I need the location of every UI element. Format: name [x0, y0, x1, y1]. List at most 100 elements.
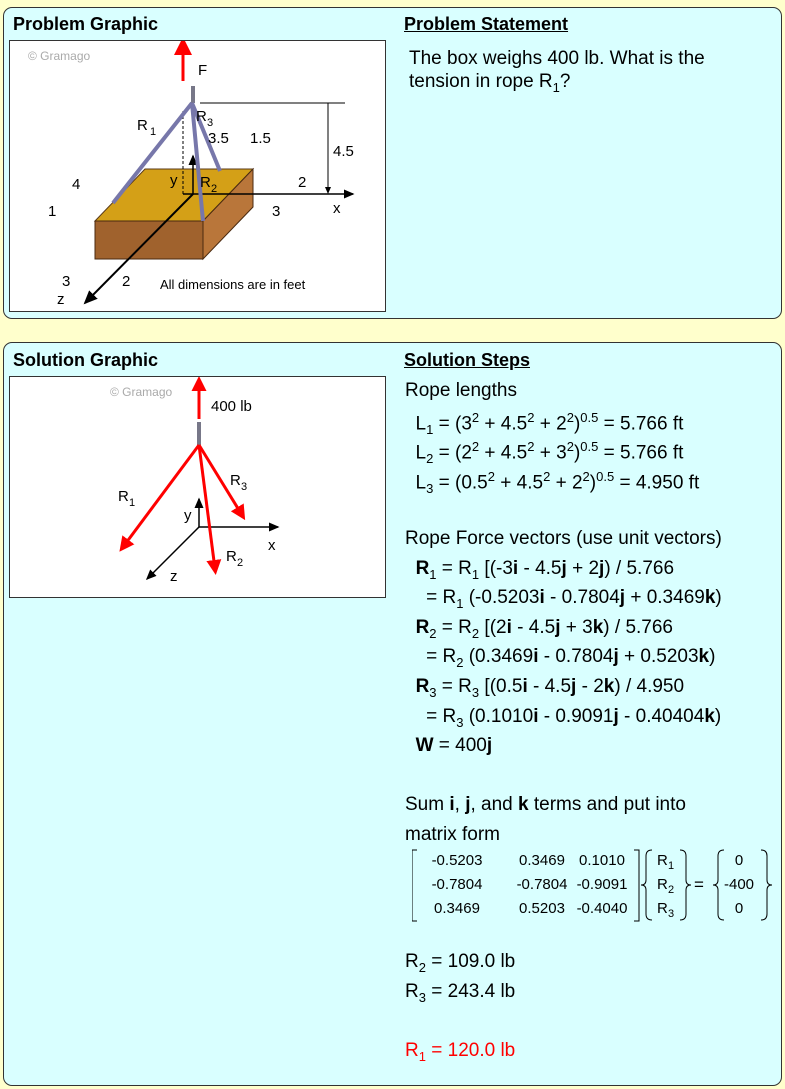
solution-steps-title: Solution Steps: [404, 350, 530, 370]
text-segment: [405, 735, 416, 756]
text-segment: j: [465, 794, 471, 816]
text-segment: i: [539, 587, 545, 609]
text-line: = R3 (0.1010i - 0.9091j - 0.40404k): [405, 706, 721, 730]
sub: 2: [211, 183, 217, 195]
text-segment: + 4.5: [479, 442, 528, 464]
matrix-cell: -0.7804: [432, 876, 483, 893]
matrix-cell: R: [657, 900, 668, 917]
text-segment: 0.5: [580, 409, 599, 425]
sub: 2: [237, 557, 243, 569]
text-segment: = R: [405, 587, 457, 609]
text-segment: = R: [405, 646, 457, 668]
dim: 3: [272, 203, 280, 220]
matrix-cell: -0.4040: [577, 900, 628, 917]
text-segment: + 3: [534, 442, 567, 464]
text-segment: = R: [405, 705, 457, 727]
matrix-cell: 0: [735, 900, 743, 917]
text-segment: R: [415, 557, 430, 579]
text-segment: - 4.5: [527, 676, 572, 697]
text-line: L1 = (32 + 4.52 + 22)0.5 = 5.766 ft: [405, 409, 684, 437]
dim: 1: [48, 203, 56, 220]
text-segment: 2: [429, 625, 437, 641]
text-segment: 2: [566, 409, 574, 425]
text-segment: [405, 617, 416, 638]
x-axis-label: x: [268, 537, 276, 554]
text-segment: tension in rope R: [409, 71, 553, 92]
matrix-cell: 0.3469: [519, 852, 565, 869]
text-line: L3 = (0.52 + 4.52 + 22)0.5 = 4.950 ft: [405, 469, 700, 496]
text-segment: = 109.0 lb: [425, 951, 516, 972]
text-segment: j: [599, 557, 605, 579]
text-line: The box weighs 400 lb. What is the: [409, 48, 705, 70]
matrix-cell: -0.9091: [577, 876, 628, 893]
text-segment: [(0.5: [479, 676, 523, 697]
text-segment: Sum: [405, 794, 450, 816]
copyright: © Gramago: [28, 49, 91, 63]
text-segment: i: [512, 557, 519, 579]
problem-graphic-title: Problem Graphic: [13, 14, 159, 34]
text-segment: [(-3: [479, 557, 513, 579]
text-segment: - 0.7804: [544, 587, 620, 609]
text-segment: ,: [454, 794, 466, 816]
text-segment: terms and put into: [528, 794, 686, 816]
z-axis-label: z: [170, 568, 178, 585]
text-segment: + 2: [566, 557, 600, 579]
text-segment: (0.3469: [463, 646, 534, 668]
r1-label: R: [118, 488, 129, 505]
text-segment: matrix form: [405, 824, 500, 845]
text-line: R2 = R2 [(2i - 4.5j + 3k) / 5.766: [405, 617, 673, 641]
text-segment: 2: [471, 625, 480, 641]
y-axis-label: y: [184, 507, 192, 524]
text-segment: ): [709, 646, 716, 668]
text-segment: i: [449, 794, 455, 816]
matrix-cell: 0.5203: [519, 900, 565, 917]
text-segment: [405, 676, 416, 697]
text-segment: 2: [527, 409, 535, 425]
text-line: Sum i, j, and k terms and put into: [405, 794, 686, 816]
text-segment: L: [405, 442, 427, 464]
text-segment: , and: [470, 794, 519, 816]
text-segment: 1: [418, 1048, 426, 1064]
text-line: R2 = 109.0 lb: [405, 951, 515, 975]
r3-label: R: [230, 472, 241, 489]
text-segment: (-0.5203: [463, 587, 540, 609]
text-segment: W: [415, 735, 434, 757]
matrix-cell: 2: [668, 884, 674, 896]
text-segment: ): [573, 412, 581, 434]
text-segment: 1: [426, 421, 434, 437]
text-segment: - 0.7804: [538, 646, 614, 668]
sub: 1: [129, 497, 135, 509]
text-segment: R: [415, 676, 430, 697]
text-line: R3 = 243.4 lb: [405, 981, 515, 1005]
dim: 4: [72, 176, 80, 193]
text-segment: L: [405, 472, 427, 494]
text-segment: R: [405, 951, 419, 972]
problem-statement-title: Problem Statement: [404, 14, 569, 34]
dim: 3: [62, 273, 70, 290]
text-segment: + 2: [534, 412, 567, 434]
text-segment: [405, 558, 416, 579]
text-segment: ) / 5.766: [604, 557, 675, 579]
text-segment: 2: [527, 439, 535, 455]
text-segment: + 0.3469: [625, 587, 705, 609]
text-line: Rope lengths: [405, 380, 517, 402]
text-segment: 3: [418, 989, 426, 1005]
text-segment: j: [619, 587, 626, 609]
text-segment: R: [415, 616, 430, 638]
dim: 3.5: [208, 130, 229, 147]
text-segment: ) / 5.766: [603, 616, 673, 638]
rope-r2-label: R: [200, 174, 211, 191]
text-line: R1 = R1 [(-3i - 4.5j + 2j) / 5.766: [405, 558, 674, 582]
matrix-cell: -400: [724, 876, 754, 893]
text-segment: i: [533, 705, 539, 727]
text-segment: = 243.4 lb: [425, 981, 516, 1002]
text-segment: 2: [426, 451, 434, 467]
text-segment: = 4.950 ft: [614, 472, 700, 494]
text-segment: 1: [471, 566, 480, 582]
matrix-cell: 0: [735, 852, 743, 869]
matrix-cell: R: [657, 876, 668, 893]
matrix-cell: -0.5203: [432, 852, 483, 869]
force-label: F: [198, 62, 207, 79]
